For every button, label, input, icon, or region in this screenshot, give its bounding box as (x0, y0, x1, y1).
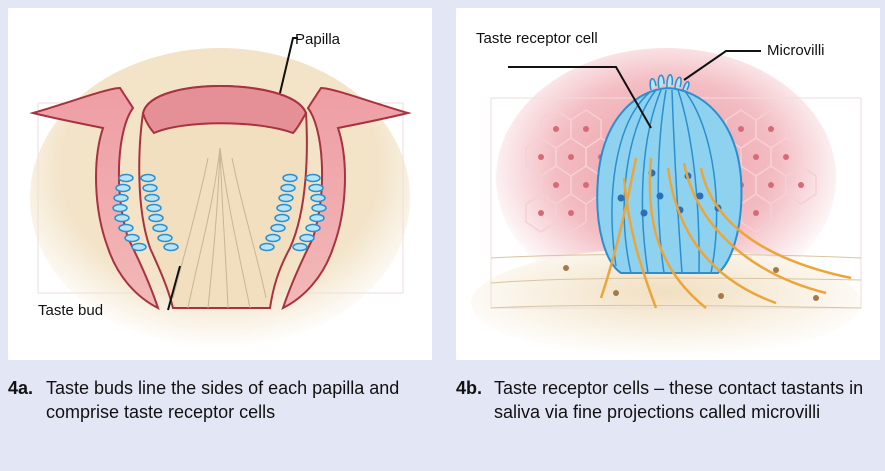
caption-4a: 4a. Taste buds line the sides of each pa… (8, 376, 418, 424)
receptor-cell-illustration (456, 8, 880, 360)
caption-4b: 4b. Taste receptor cells – these contact… (456, 376, 876, 424)
panel-papilla-diagram: Papilla Taste bud (8, 8, 432, 360)
caption-4a-text: Taste buds line the sides of each papill… (8, 376, 418, 424)
caption-4b-text: Taste receptor cells – these contact tas… (456, 376, 876, 424)
caption-4a-number: 4a. (8, 376, 33, 400)
caption-4b-number: 4b. (456, 376, 482, 400)
taste-bud-label: Taste bud (38, 302, 103, 320)
panel-receptor-cell-diagram: Taste receptor cell Microvilli (456, 8, 880, 360)
papilla-label: Papilla (295, 31, 340, 49)
microvilli-label: Microvilli (767, 42, 825, 60)
taste-receptor-cell-label: Taste receptor cell (476, 30, 606, 48)
